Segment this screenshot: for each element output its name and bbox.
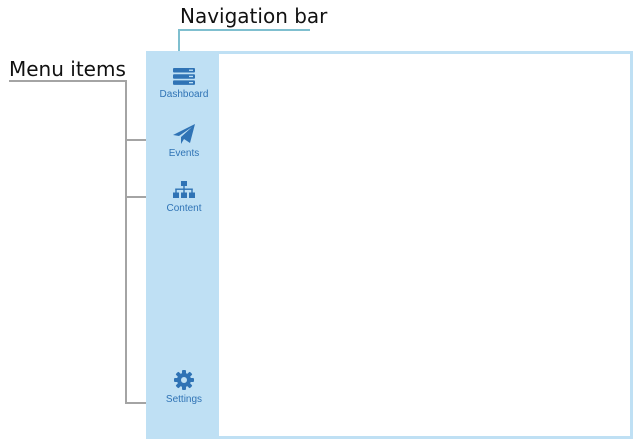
sidebar-item-content[interactable]: Content — [149, 181, 219, 214]
sidebar-item-label: Settings — [165, 394, 203, 405]
paper-plane-icon — [173, 124, 195, 144]
sidebar-item-settings[interactable]: Settings — [149, 370, 219, 405]
sidebar-item-dashboard[interactable]: Dashboard — [149, 68, 219, 100]
sidebar-item-events[interactable]: Events — [149, 124, 219, 159]
sidebar-item-label: Dashboard — [159, 89, 209, 100]
menu-items-tick-content — [125, 196, 147, 198]
sitemap-icon — [173, 181, 195, 198]
sidebar-item-label: Events — [168, 148, 200, 159]
menu-items-callout: Menu items — [9, 57, 126, 81]
app-window: Dashboard Events Content — [146, 51, 633, 439]
sidebar-item-label: Content — [166, 203, 202, 214]
menu-items-tick-events — [125, 139, 147, 141]
server-stack-icon — [173, 68, 195, 85]
main-content-area — [219, 54, 630, 436]
gear-icon — [174, 370, 194, 390]
menu-items-tick-settings — [125, 402, 147, 404]
menu-items-leader-horizontal — [9, 80, 127, 82]
navigation-bar-leader-vertical — [178, 29, 180, 51]
navigation-bar-callout: Navigation bar — [180, 4, 328, 28]
navigation-bar: Dashboard Events Content — [149, 54, 219, 436]
menu-items-bracket — [125, 80, 127, 404]
navigation-bar-leader-horizontal — [178, 29, 310, 31]
